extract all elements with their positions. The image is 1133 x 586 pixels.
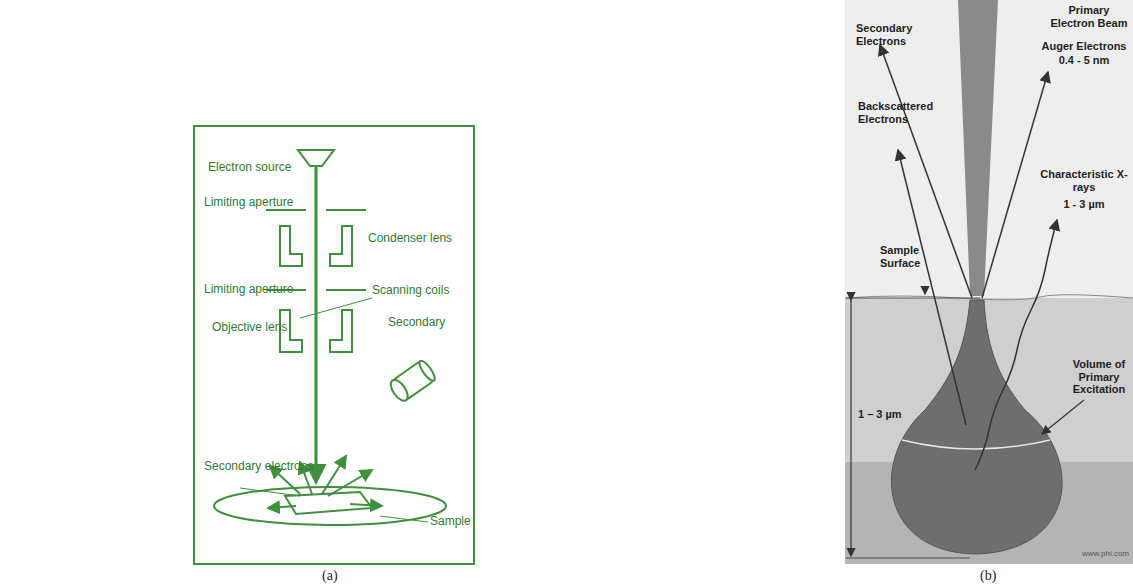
component-label: Objective lens xyxy=(212,321,287,335)
panel-caption: (b) xyxy=(980,568,996,584)
signal-label: Primary Electron Beam xyxy=(1050,4,1128,29)
component-label: Condenser lens xyxy=(368,232,452,246)
component-label: Electron source xyxy=(208,161,291,175)
component-label: Limiting aperture xyxy=(204,283,293,297)
region-label: Volume of Primary Excitation xyxy=(1069,358,1129,396)
component-label: Limiting aperture xyxy=(204,196,293,210)
signal-label: Secondary Electrons xyxy=(856,22,956,47)
dimension-label: 1 – 3 µm xyxy=(858,408,902,421)
signal-label: Characteristic X-rays xyxy=(1040,168,1128,193)
panel-caption: (a) xyxy=(322,568,338,584)
interaction-volume xyxy=(845,0,1133,564)
sem-schematic xyxy=(194,126,474,564)
dimension-label: 1 - 3 µm xyxy=(1040,198,1128,211)
component-label: Secondary xyxy=(388,316,445,330)
surface-label: Sample Surface xyxy=(880,244,940,269)
component-label: Scanning coils xyxy=(372,284,449,298)
component-label: Secondary electrons xyxy=(204,460,313,474)
watermark: www.phi.com xyxy=(1082,549,1129,558)
signal-label: Backscattered Electrons xyxy=(858,100,938,125)
signal-label: Auger Electrons xyxy=(1039,40,1129,53)
dimension-label: 0.4 - 5 nm xyxy=(1039,54,1129,67)
component-label: Sample xyxy=(430,515,471,529)
